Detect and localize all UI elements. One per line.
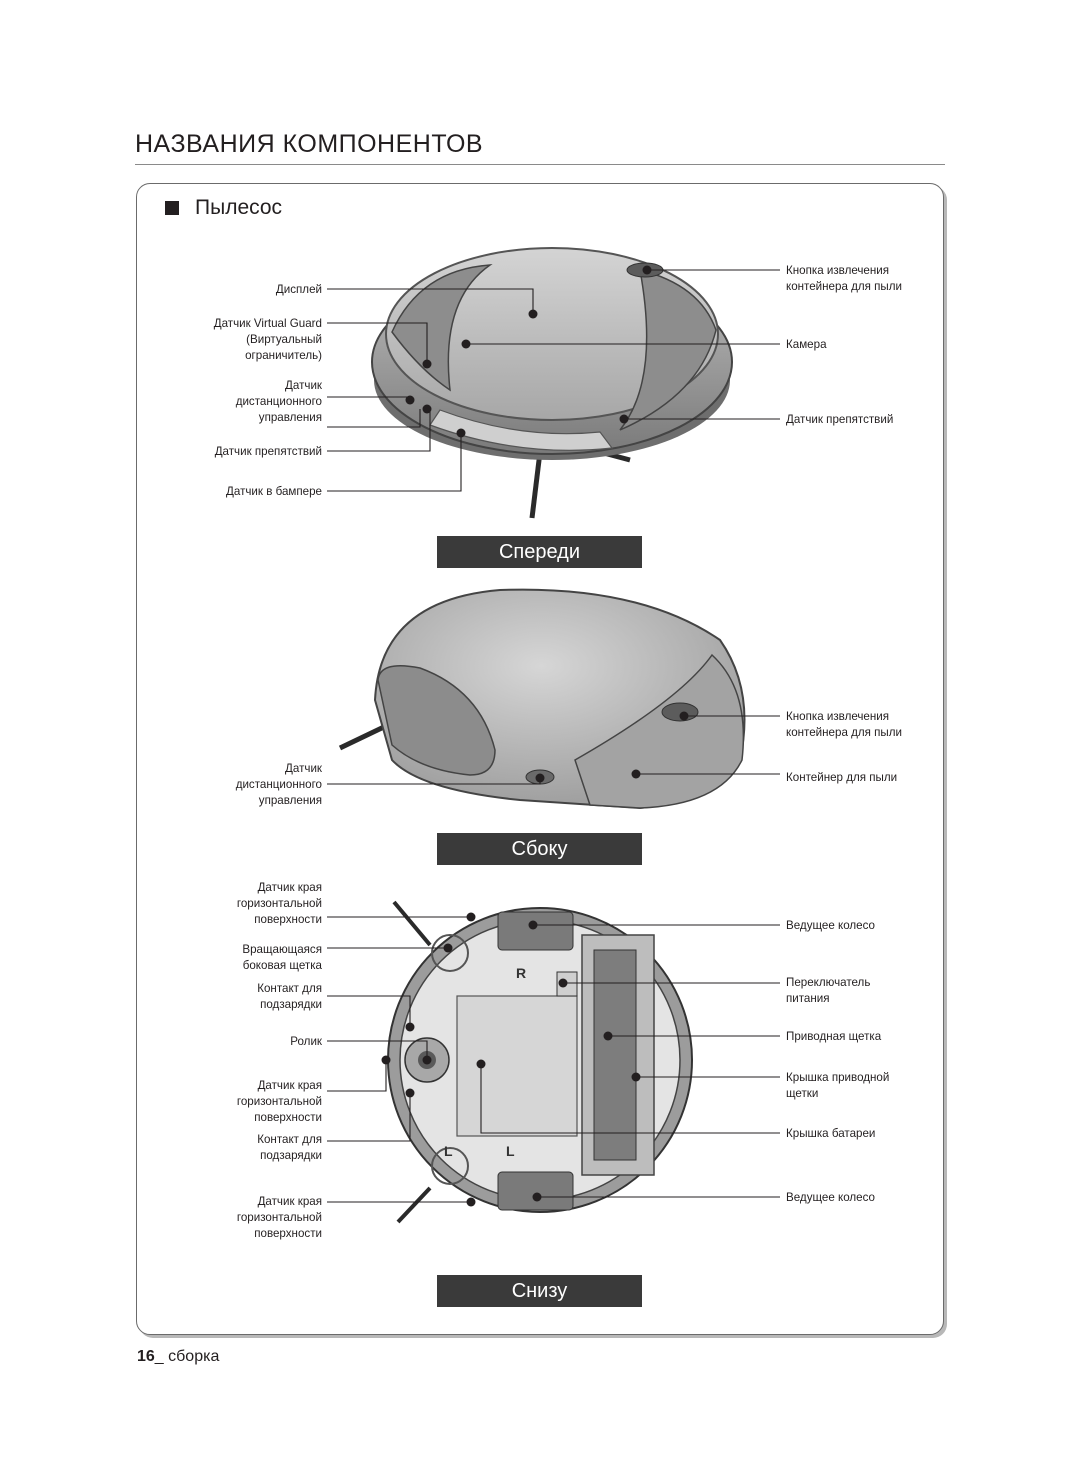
label-display: Дисплей [276,283,322,296]
page-footer: 16_ сборка [137,1348,219,1366]
label-side-eject-1: Кнопка извлечения [786,710,889,723]
section-heading-text: Пылесос [195,196,283,219]
label-remote-sensor-1: Датчик [285,379,323,392]
side-brush [338,721,392,751]
page-number: 16 [137,1348,155,1365]
front-left-grip [391,264,493,392]
side-view-robot [338,588,746,810]
bottom-mark-l-2: L [444,1143,453,1159]
bottom-leader-lines [327,916,780,1203]
label-remote-sensor-2: дистанционного [236,395,322,408]
label-side-brush-2: боковая щетка [243,959,323,972]
label-side-remote-2: дистанционного [236,778,322,791]
label-power-switch-1: Переключатель [786,976,870,989]
label-brush-cover-2: щетки [786,1087,818,1100]
front-view-robot [371,247,733,519]
page-title: НАЗВАНИЯ КОМПОНЕНТОВ [135,130,484,158]
front-leader-lines [327,269,780,492]
label-bumper-sensor: Датчик в бампере [226,485,322,498]
section-heading: Пылесос [165,196,282,220]
label-roller: Ролик [290,1035,323,1048]
label-contact-b-2: подзарядки [260,1149,322,1162]
label-cliff-b-3: поверхности [254,1111,322,1124]
label-obstacle-sensor-left: Датчик препятствий [215,445,322,458]
label-cliff-c-2: горизонтальной [237,1211,322,1224]
bottom-brush-bottom [396,1186,432,1224]
label-eject-button-2: контейнера для пыли [786,280,902,293]
bottom-mark-r: R [516,965,526,981]
bottom-view-robot: R L L [387,900,693,1224]
label-brush-cover-1: Крышка приводной [786,1071,889,1084]
label-virtual-guard-3: ограничитель) [245,349,322,362]
label-contact-a-2: подзарядки [260,998,322,1011]
label-dust-bin: Контейнер для пыли [786,771,897,784]
bottom-battery-cover [456,995,578,1137]
label-obstacle-sensor-right: Датчик препятствий [786,413,893,426]
front-right-grip [619,268,717,431]
label-cliff-c-3: поверхности [254,1227,322,1240]
label-wheel-top: Ведущее колесо [786,919,875,932]
side-eject-button [661,702,699,722]
bottom-wheel-bottom [497,1171,574,1211]
label-cliff-b-1: Датчик края [258,1079,322,1092]
bottom-side-brush-hub-bottom [431,1147,469,1185]
label-eject-button-1: Кнопка извлечения [786,264,889,277]
front-callout-dots [405,265,652,438]
label-side-brush-1: Вращающаяся [242,943,322,956]
side-dust-bin [574,653,745,809]
view-label-front: Спереди [437,536,642,568]
view-label-bottom: Снизу [437,1275,642,1307]
label-wheel-bottom: Ведущее колесо [786,1191,875,1204]
bottom-brush-top [392,900,432,947]
label-side-remote-3: управления [259,794,322,807]
label-cliff-a-2: горизонтальной [237,897,322,910]
label-contact-b-1: Контакт для [257,1133,322,1146]
label-battery-cover: Крышка батареи [786,1127,875,1140]
label-virtual-guard-1: Датчик Virtual Guard [214,317,322,330]
label-cliff-a-1: Датчик края [258,881,322,894]
title-divider [135,164,945,165]
bottom-wheel-top [497,911,574,951]
bottom-callout-dots [381,912,641,1207]
front-bottom-brush [529,451,543,519]
label-main-brush: Приводная щетка [786,1030,882,1043]
bottom-main-brush [593,949,637,1161]
label-cliff-c-1: Датчик края [258,1195,322,1208]
view-label-side: Сбоку [437,833,642,865]
label-cliff-a-3: поверхности [254,913,322,926]
label-cliff-b-2: горизонтальной [237,1095,322,1108]
front-top-cover [385,247,719,421]
bottom-side-brush-hub-top [431,934,469,972]
footer-section: _ сборка [154,1348,220,1365]
bottom-mark-l: L [506,1143,515,1159]
side-grip [377,665,496,776]
square-bullet-icon [165,201,179,215]
label-virtual-guard-2: (Виртуальный [246,333,322,346]
label-remote-sensor-3: управления [259,411,322,424]
label-contact-a-1: Контакт для [257,982,322,995]
label-camera: Камера [786,338,827,351]
label-side-remote-1: Датчик [285,762,323,775]
label-side-eject-2: контейнера для пыли [786,726,902,739]
side-callout-dots [535,711,689,783]
front-bumper-window [429,409,614,451]
label-power-switch-2: питания [786,992,830,1005]
